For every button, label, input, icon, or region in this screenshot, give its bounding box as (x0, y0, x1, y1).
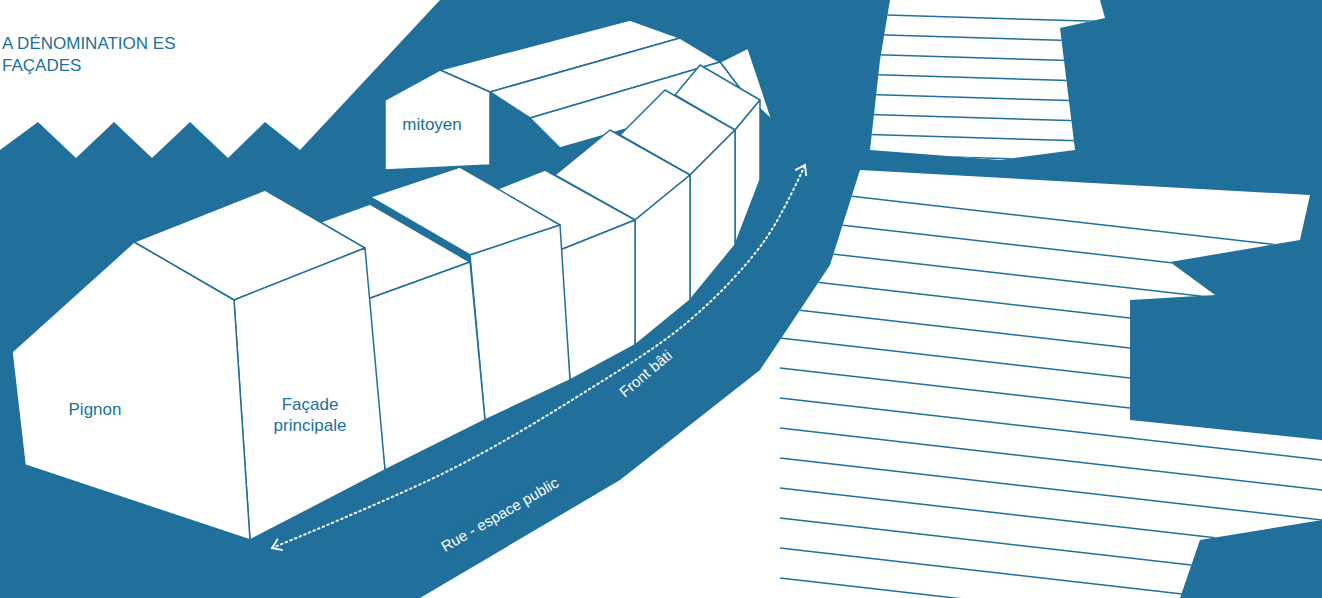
front-row-buildings (12, 65, 760, 540)
parcel-lines (780, 188, 1322, 598)
diagram-title: A DÉNOMINATION ES FAÇADES (2, 33, 182, 77)
parcel-line (780, 308, 1322, 370)
parcel-line (850, 94, 1120, 102)
parcel-line (780, 398, 1322, 460)
facade-face (635, 175, 690, 345)
parcel-line (780, 428, 1322, 490)
parcel-line (780, 548, 1322, 598)
parcel-line (780, 578, 1322, 598)
parcel-line (850, 74, 1120, 82)
parcel-line (780, 248, 1322, 310)
street-label: Front bâti (613, 345, 678, 404)
parcel-line (780, 218, 1322, 280)
gable-face (12, 242, 250, 540)
wall-label: mitoyen (402, 114, 462, 135)
parcel-line (850, 14, 1120, 22)
facade-face (690, 130, 735, 300)
title-ground (0, 0, 440, 158)
parcel-line (780, 278, 1322, 340)
wall-label: Pignon (69, 399, 122, 420)
arrow-head (795, 165, 806, 176)
parcel-line (780, 518, 1322, 580)
facade-face (560, 220, 635, 380)
wall-label: Façade principale (260, 394, 360, 437)
parcel-line (780, 188, 1322, 250)
facade-face (365, 262, 485, 470)
parcel-line (850, 54, 1120, 62)
parcel-line (850, 114, 1120, 122)
parcel-lines (850, 14, 1120, 162)
parcel-line (780, 338, 1322, 400)
arrow-head (272, 539, 283, 550)
parcel-line (850, 34, 1120, 42)
facade-face (470, 225, 570, 420)
parcel-line (850, 154, 1120, 162)
facade-face (234, 248, 385, 540)
parcel-line (780, 368, 1322, 430)
facade-face (735, 100, 760, 245)
parcel-line (780, 458, 1322, 520)
parcel-line (780, 488, 1322, 550)
parcel-line (850, 134, 1120, 142)
parcel-block (420, 170, 1322, 598)
